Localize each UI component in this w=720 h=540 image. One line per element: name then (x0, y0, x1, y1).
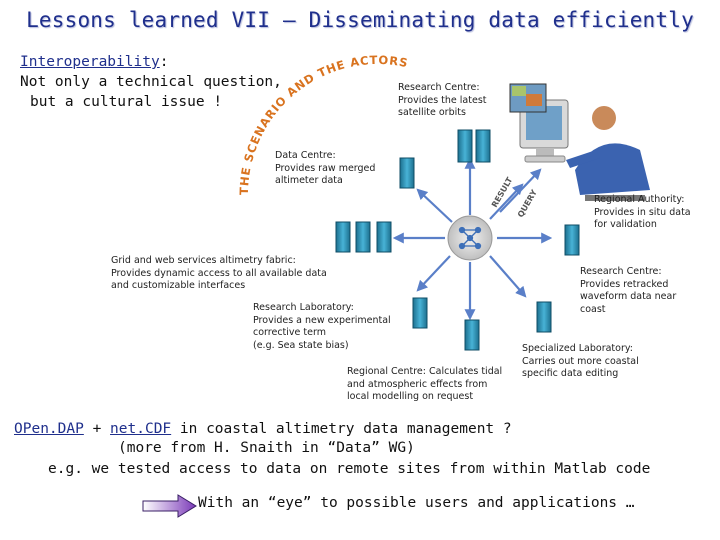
opendap-link[interactable]: OPen.DAP (14, 421, 84, 437)
arrow-right-icon (142, 494, 197, 518)
footer-text: With an “eye” to possible users and appl… (198, 495, 635, 511)
result-arrow-label: RESULT (490, 175, 515, 209)
scenario-diagram: THE SCENARIO AND THE ACTORS RESULT QUERY (237, 53, 650, 351)
bottom-line-3: e.g. we tested access to data on remote … (48, 461, 651, 477)
bottom-line-1: OPen.DAP + net.CDF in coastal altimetry … (14, 421, 512, 437)
bottom-line-2: (more from H. Snaith in “Data” WG) (118, 440, 415, 456)
connection-arrows (392, 157, 553, 321)
slide-title: Lessons learned VII – Disseminating data… (26, 8, 694, 32)
network-hub-icon (447, 215, 493, 261)
intro-text: Interoperability: Not only a technical q… (20, 54, 282, 110)
intro-line-3: but a cultural issue ! (30, 94, 223, 110)
actor-specialized-laboratory: Specialized Laboratory:Carries out more … (522, 343, 639, 379)
actor-regional-authority: Regional Authority:Provides in situ data… (594, 194, 691, 230)
server-icon (335, 129, 580, 351)
actor-research-laboratory: Research Laboratory:Provides a new exper… (253, 302, 391, 351)
actor-grid-fabric: Grid and web services altimetry fabric:P… (111, 255, 327, 291)
intro-line-2: Not only a technical question, (20, 74, 282, 90)
netcdf-link[interactable]: net.CDF (110, 421, 172, 437)
satellite-map-image (509, 83, 547, 113)
user-workstation-icon (519, 99, 650, 201)
interoperability-link[interactable]: Interoperability (20, 54, 160, 70)
